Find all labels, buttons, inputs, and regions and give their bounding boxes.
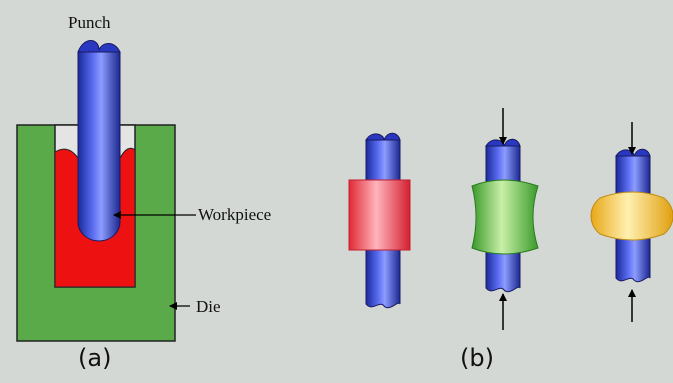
- workpiece-label: Workpiece: [198, 205, 272, 224]
- collar-2: [471, 179, 539, 255]
- caption-b: (b): [460, 344, 494, 372]
- collar-3: [590, 191, 673, 241]
- die-label: Die: [196, 297, 221, 316]
- punch-label: Punch: [68, 13, 111, 32]
- collar-1: [348, 179, 411, 251]
- caption-a: (a): [78, 344, 112, 372]
- punch-rod: [77, 40, 121, 242]
